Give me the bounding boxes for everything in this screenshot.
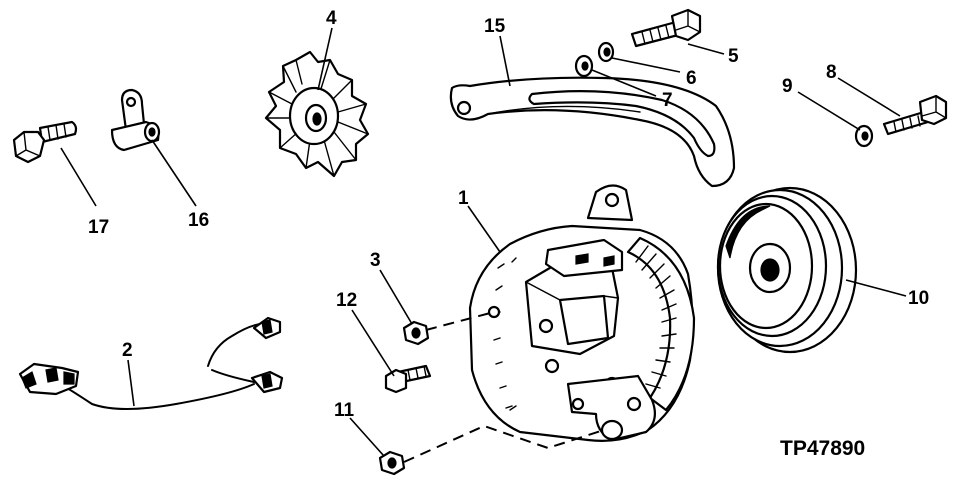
part-17-hex-bolt [12, 120, 78, 164]
part-1-alternator [468, 184, 696, 442]
part-4-fan [264, 50, 370, 178]
callout-3: 3 [370, 250, 381, 271]
part-7-flat-washer [574, 54, 594, 78]
callout-7: 7 [662, 90, 673, 111]
part-2-wiring-harness [18, 316, 284, 410]
callout-6: 6 [686, 68, 697, 89]
figure-reference-code: TP47890 [780, 437, 865, 460]
callout-11: 11 [334, 400, 355, 421]
callout-5: 5 [728, 46, 739, 67]
callout-4: 4 [326, 8, 337, 29]
part-9-washer [854, 124, 874, 148]
callout-2: 2 [122, 340, 133, 361]
callout-12: 12 [336, 290, 357, 311]
callout-16: 16 [188, 210, 209, 231]
part-3-nut [402, 320, 430, 346]
part-16-bracket-clamp [110, 88, 161, 152]
part-5-cap-screw [630, 8, 702, 48]
callout-9: 9 [782, 76, 793, 97]
part-15-adjusting-strap [449, 76, 736, 188]
callout-8: 8 [826, 62, 837, 83]
part-10-pulley [716, 186, 858, 354]
leader-lines [60, 27, 907, 457]
callout-17: 17 [88, 217, 109, 238]
callout-labels: 17 16 4 15 5 6 7 8 9 10 1 3 12 11 2 [88, 8, 929, 421]
part-12-screw [384, 364, 432, 394]
part-8-cap-screw [882, 94, 948, 136]
part-11-nut [378, 450, 406, 476]
callout-15: 15 [484, 16, 506, 37]
installation-paths [403, 311, 605, 463]
part-6-lock-washer [597, 41, 615, 63]
callout-1: 1 [458, 188, 469, 209]
callout-10: 10 [908, 288, 929, 309]
